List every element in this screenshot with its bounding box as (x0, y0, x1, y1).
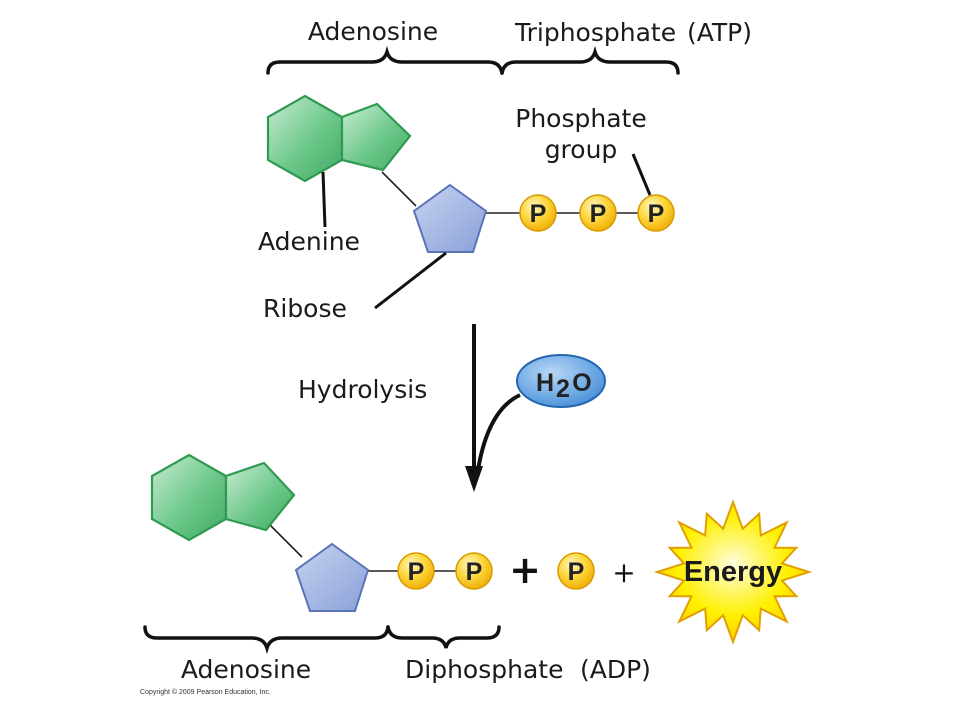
triphosphate-brace-top (500, 45, 680, 75)
energy-label: Energy (684, 556, 782, 588)
ribose-label: Ribose (263, 294, 347, 323)
phosphate-2: P (579, 194, 617, 232)
atp-molecule: Adenosine Triphosphate (ATP) P P P Phosp… (258, 17, 752, 323)
svg-text:P: P (648, 200, 665, 228)
phosphate-3: P (637, 194, 675, 232)
reaction-arrow-head (465, 466, 483, 492)
phosphate-bottom-1: P (397, 552, 435, 590)
adenosine-brace-top (266, 45, 504, 75)
hydrolysis-step: Hydrolysis H 2 O (298, 324, 606, 492)
ribose-pentagon (412, 183, 488, 253)
water-curved-arrow (476, 393, 521, 471)
phosphate-group-label-line2: group (545, 135, 618, 164)
svg-text:H: H (536, 369, 554, 397)
plus-sign-1: + (509, 548, 541, 592)
svg-text:P: P (568, 558, 585, 586)
phosphate-1: P (519, 194, 557, 232)
water-molecule: H 2 O (516, 354, 606, 408)
svg-text:P: P (530, 200, 547, 228)
triphosphate-label: Triphosphate (514, 18, 676, 47)
free-phosphate: P (557, 552, 595, 590)
adp-products: P P + P + Energy Adenosine Diphosphate (… (143, 453, 813, 684)
copyright-notice: Copyright © 2009 Pearson Education, Inc. (140, 689, 271, 696)
phosphate-group-label-line1: Phosphate (515, 104, 646, 133)
svg-text:P: P (408, 558, 425, 586)
adenine-pentagon-bottom (224, 461, 296, 532)
svg-text:P: P (590, 200, 607, 228)
svg-text:P: P (466, 558, 483, 586)
adenosine-label-top: Adenosine (308, 17, 438, 46)
diphosphate-label: Diphosphate (405, 655, 563, 684)
ribose-pentagon-bottom (294, 542, 370, 612)
svg-text:2: 2 (556, 375, 570, 403)
adenosine-brace-bottom (143, 625, 390, 655)
adenine-hexagon-bottom (150, 453, 228, 542)
diphosphate-brace-bottom (386, 625, 501, 649)
adenine-leader (321, 171, 327, 228)
energy-starburst: Energy (653, 499, 813, 645)
adenine-label: Adenine (258, 227, 360, 256)
phosphate-group-leader (631, 153, 652, 196)
adp-label: (ADP) (580, 655, 651, 684)
ribose-leader (374, 251, 447, 310)
hydrolysis-label: Hydrolysis (298, 375, 427, 404)
adenine-pentagon (340, 102, 412, 172)
atp-label: (ATP) (687, 18, 752, 47)
adenosine-label-bottom: Adenosine (181, 655, 311, 684)
adenine-hexagon (266, 94, 344, 183)
phosphate-bottom-2: P (455, 552, 493, 590)
plus-sign-2: + (612, 556, 635, 589)
svg-text:O: O (572, 369, 591, 397)
